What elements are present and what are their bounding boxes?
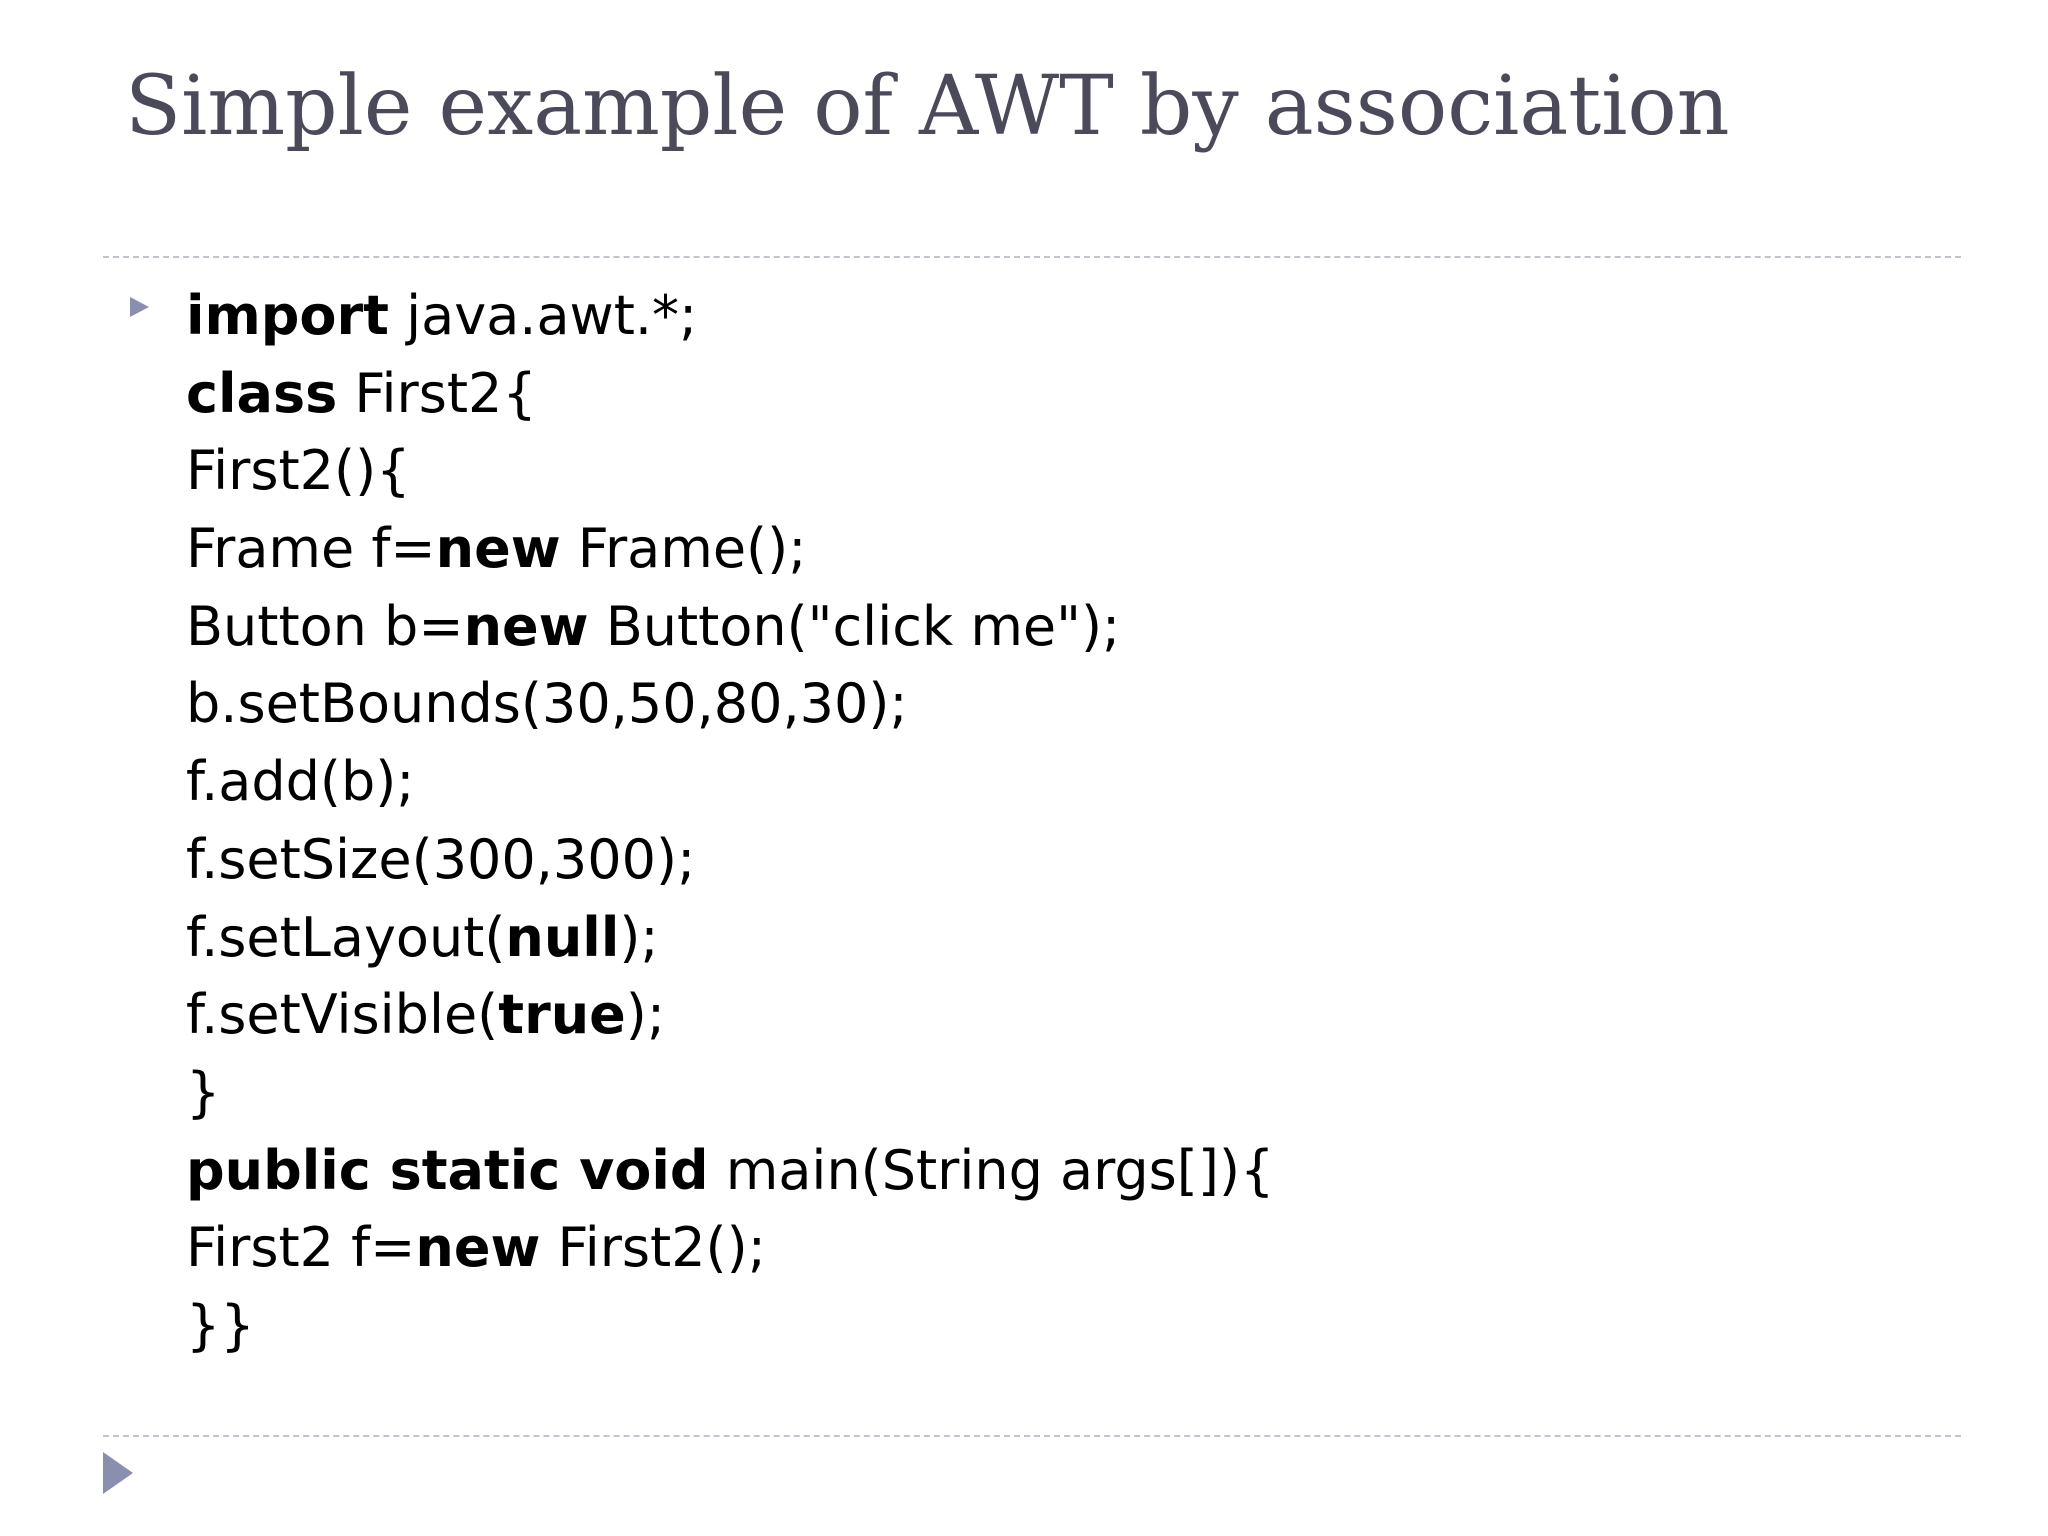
code-text: First2 f= <box>186 1216 416 1280</box>
code-line: f.setVisible(true); <box>186 976 1274 1054</box>
code-line: class First2{ <box>186 355 1274 433</box>
code-line: First2(){ <box>186 432 1274 510</box>
code-keyword: import <box>186 284 389 347</box>
code-text: } <box>186 1060 221 1124</box>
code-line: import java.awt.*; <box>186 277 1274 355</box>
code-listing: import java.awt.*;class First2{First2(){… <box>186 277 1274 1365</box>
code-text: First2{ <box>337 361 537 425</box>
code-text: f.add(b); <box>186 750 415 814</box>
code-text: Button b= <box>186 594 464 658</box>
code-text: ); <box>625 983 666 1047</box>
code-text: Frame f= <box>186 517 436 581</box>
code-line: } <box>186 1054 1274 1132</box>
code-text: Button("click me"); <box>588 594 1121 658</box>
code-line: First2 f=new First2(); <box>186 1209 1274 1287</box>
triangle-bullet-icon <box>130 297 149 317</box>
triangle-nav-icon[interactable] <box>103 1452 133 1494</box>
code-keyword: class <box>186 361 338 425</box>
slide-title: Simple example of AWT by association <box>125 59 1730 154</box>
footer-divider <box>103 1435 1961 1437</box>
code-keyword: public static void <box>186 1138 709 1202</box>
code-line: }} <box>186 1287 1274 1365</box>
code-text: f.setSize(300,300); <box>186 827 696 891</box>
code-line: f.add(b); <box>186 743 1274 821</box>
code-keyword: new <box>463 594 589 658</box>
code-text: ); <box>619 905 659 969</box>
code-text: }} <box>186 1293 255 1357</box>
code-text: main(String args[]){ <box>708 1138 1275 1202</box>
code-text: Frame(); <box>560 517 807 581</box>
code-text: First2(); <box>540 1216 766 1280</box>
code-text: First2(){ <box>186 439 411 503</box>
code-keyword: null <box>505 905 620 969</box>
code-keyword: true <box>498 983 626 1047</box>
code-text: f.setVisible( <box>186 983 499 1047</box>
code-line: Frame f=new Frame(); <box>186 510 1274 588</box>
code-text: f.setLayout( <box>186 905 506 969</box>
code-keyword: new <box>435 517 561 581</box>
title-divider <box>103 256 1961 258</box>
code-line: f.setSize(300,300); <box>186 821 1274 899</box>
code-line: Button b=new Button("click me"); <box>186 588 1274 666</box>
code-line: b.setBounds(30,50,80,30); <box>186 665 1274 743</box>
code-text: b.setBounds(30,50,80,30); <box>186 672 908 736</box>
code-keyword: new <box>415 1216 541 1280</box>
code-text: java.awt.*; <box>388 284 698 347</box>
code-line: f.setLayout(null); <box>186 899 1274 977</box>
code-line: public static void main(String args[]){ <box>186 1132 1274 1210</box>
